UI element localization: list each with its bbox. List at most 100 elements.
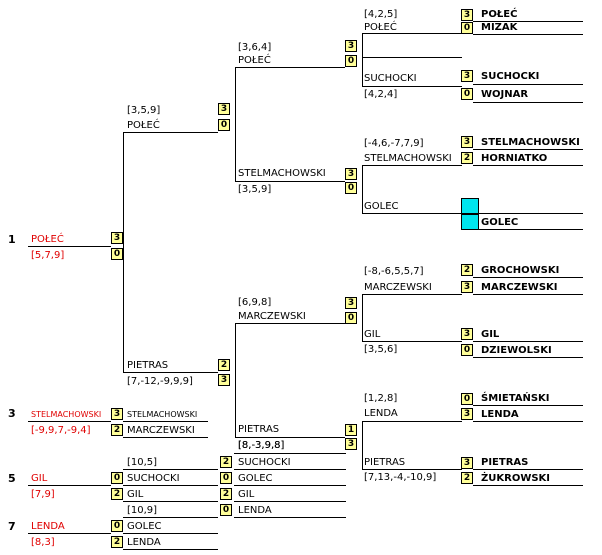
rep-c-line-b — [123, 533, 218, 534]
r2-m1-winner-line — [235, 67, 345, 68]
rep-e-top-player: GIL — [238, 489, 255, 500]
r2-m4-bottom-score: 3 — [345, 438, 357, 450]
r1-m7-line-b — [473, 421, 583, 422]
rep-e-line-a — [234, 501, 346, 502]
final-winner-line — [28, 246, 111, 247]
rep-d-line-b — [234, 469, 346, 470]
r2-m3-bottom-score: 0 — [345, 312, 357, 324]
r1-m6-top-player: GIL — [481, 329, 500, 340]
r2-m4-sets: [8,-3,9,8] — [238, 440, 285, 451]
r1-m7-bottom-player: LENDA — [481, 409, 519, 420]
r2-m2-sets: [3,5,9] — [238, 184, 272, 195]
r1-m2-line-b — [473, 102, 583, 103]
place-1-rank: 1 — [8, 233, 16, 246]
r1-m8-top-score: 3 — [461, 457, 473, 469]
place-3-line-a — [123, 421, 208, 422]
r3-m1-bottom-score: 0 — [218, 119, 230, 131]
r1-m8-bottom-score: 2 — [461, 472, 473, 484]
r1-m6-line-a — [473, 341, 583, 342]
r2-m3-winner: MARCZEWSKI — [238, 311, 306, 322]
place-7-sets: [8,3] — [31, 537, 55, 548]
r1-m1-winner: POŁEĆ — [364, 22, 397, 33]
r1-m3-bottom-player: HORNIATKO — [481, 153, 548, 164]
place-7-rank: 7 — [8, 520, 16, 533]
r2-m2-winner-line — [235, 181, 345, 182]
r1-m3-line-a — [473, 149, 583, 150]
place-7-name: LENDA — [31, 521, 65, 532]
r1-m1-bottom-score: 0 — [461, 22, 473, 34]
rep-c-line-c — [123, 549, 218, 550]
r1-m6-top-line — [362, 341, 462, 342]
r1-m3-winner: STELMACHOWSKI — [364, 153, 452, 164]
r1-m3-top-score: 3 — [461, 136, 473, 148]
r2-m1-sets: [3,6,4] — [238, 42, 272, 53]
r1-m2-top-player: SUCHOCKI — [481, 71, 540, 82]
place-3-line — [28, 421, 111, 422]
r1-m2-bottom-player: WOJNAR — [481, 89, 529, 100]
place-3-line-b — [123, 437, 208, 438]
r2-m4-vconnector — [362, 421, 363, 470]
rep-a-line-a — [123, 469, 218, 470]
r1-m7-top-player: ŚMIETAŃSKI — [481, 393, 550, 404]
r1-m3-top-line — [362, 165, 462, 166]
place-3-sets: [-9,9,7,-9,4] — [31, 425, 91, 436]
final-bottom-score: 0 — [111, 248, 123, 260]
r2-m4-top-score: 1 — [345, 424, 357, 436]
r1-m2-line-a — [473, 84, 583, 85]
rep-a-line-c — [123, 501, 218, 502]
r2-m2-winner: STELMACHOWSKI — [238, 168, 326, 179]
r1-m7-line-a — [473, 405, 583, 406]
place-3-bottom-score: 2 — [111, 424, 123, 436]
rep-d-bottom-player: GOLEC — [238, 473, 273, 484]
place-3-top-score: 3 — [111, 408, 123, 420]
r1-m1-top-player: POŁEĆ — [481, 9, 518, 20]
rep-a-sets: [10,5] — [127, 457, 158, 468]
r1-m2-winner: SUCHOCKI — [364, 73, 417, 84]
r2-m1-winner: POŁEĆ — [238, 55, 271, 66]
place-5-rank: 5 — [8, 472, 16, 485]
r1-m3-sets: [-4,6,-7,7,9] — [364, 138, 424, 149]
r1-m5-sets: [-8,-6,5,5,7] — [364, 266, 424, 277]
r1-m2-sets: [4,2,4] — [364, 89, 398, 100]
r1-m6-top-score: 3 — [461, 328, 473, 340]
final-top-score: 3 — [111, 232, 123, 244]
rep-d-line-a — [234, 453, 346, 454]
r1-m4-top-line — [362, 213, 462, 214]
r1-m6-bottom-score: 0 — [461, 344, 473, 356]
r1-m8-top-line — [362, 469, 462, 470]
rep-c-bottom-score: 2 — [111, 536, 123, 548]
rep-a-bottom-player: GIL — [127, 489, 144, 500]
r1-m8-line-a — [473, 469, 583, 470]
place-5-line — [28, 485, 111, 486]
rep-c-bottom-player: LENDA — [127, 537, 161, 548]
r1-m7-winner: LENDA — [364, 408, 398, 419]
r1-m1-top-score: 3 — [461, 9, 473, 21]
r1-m4-bottom-player: GOLEC — [481, 217, 519, 228]
place-5-sets: [7,9] — [31, 489, 55, 500]
r3-m2-winner-line — [123, 372, 218, 373]
r1-m8-line-b — [473, 485, 583, 486]
r1-m3-bottom-score: 2 — [461, 152, 473, 164]
place-3-bottom-player: MARCZEWSKI — [127, 425, 195, 436]
place-3-top-player: STELMACHOWSKI — [127, 410, 198, 419]
rep-e-bottom-score: 0 — [220, 504, 232, 516]
rep-c-sets: [10,9] — [127, 505, 158, 516]
r1-m5-bottom-player: MARCZEWSKI — [481, 282, 558, 293]
r2-m3-sets: [6,9,8] — [238, 297, 272, 308]
r2-m1-bottom-score: 0 — [345, 55, 357, 67]
r2-m1-top-score: 3 — [345, 40, 357, 52]
r3-m1-vconnector — [235, 67, 236, 182]
r3-m1-sets: [3,5,9] — [127, 105, 161, 116]
final-vconnector — [123, 132, 124, 373]
r1-m8-sets: [7,13,-4,-10,9] — [364, 472, 437, 483]
r1-m4-line-a — [479, 213, 583, 214]
rep-d-line-c — [234, 485, 346, 486]
place-3-rank: 3 — [8, 407, 16, 420]
place-5-name: GIL — [31, 473, 48, 484]
r1-m3-top-player: STELMACHOWSKI — [481, 137, 580, 148]
place-3-name: STELMACHOWSKI — [31, 410, 102, 419]
r1-m5-top-line — [362, 294, 462, 295]
r1-m2-bottom-score: 0 — [461, 88, 473, 100]
rep-e-line-b — [234, 517, 346, 518]
r2-m4-winner-line — [235, 437, 345, 438]
